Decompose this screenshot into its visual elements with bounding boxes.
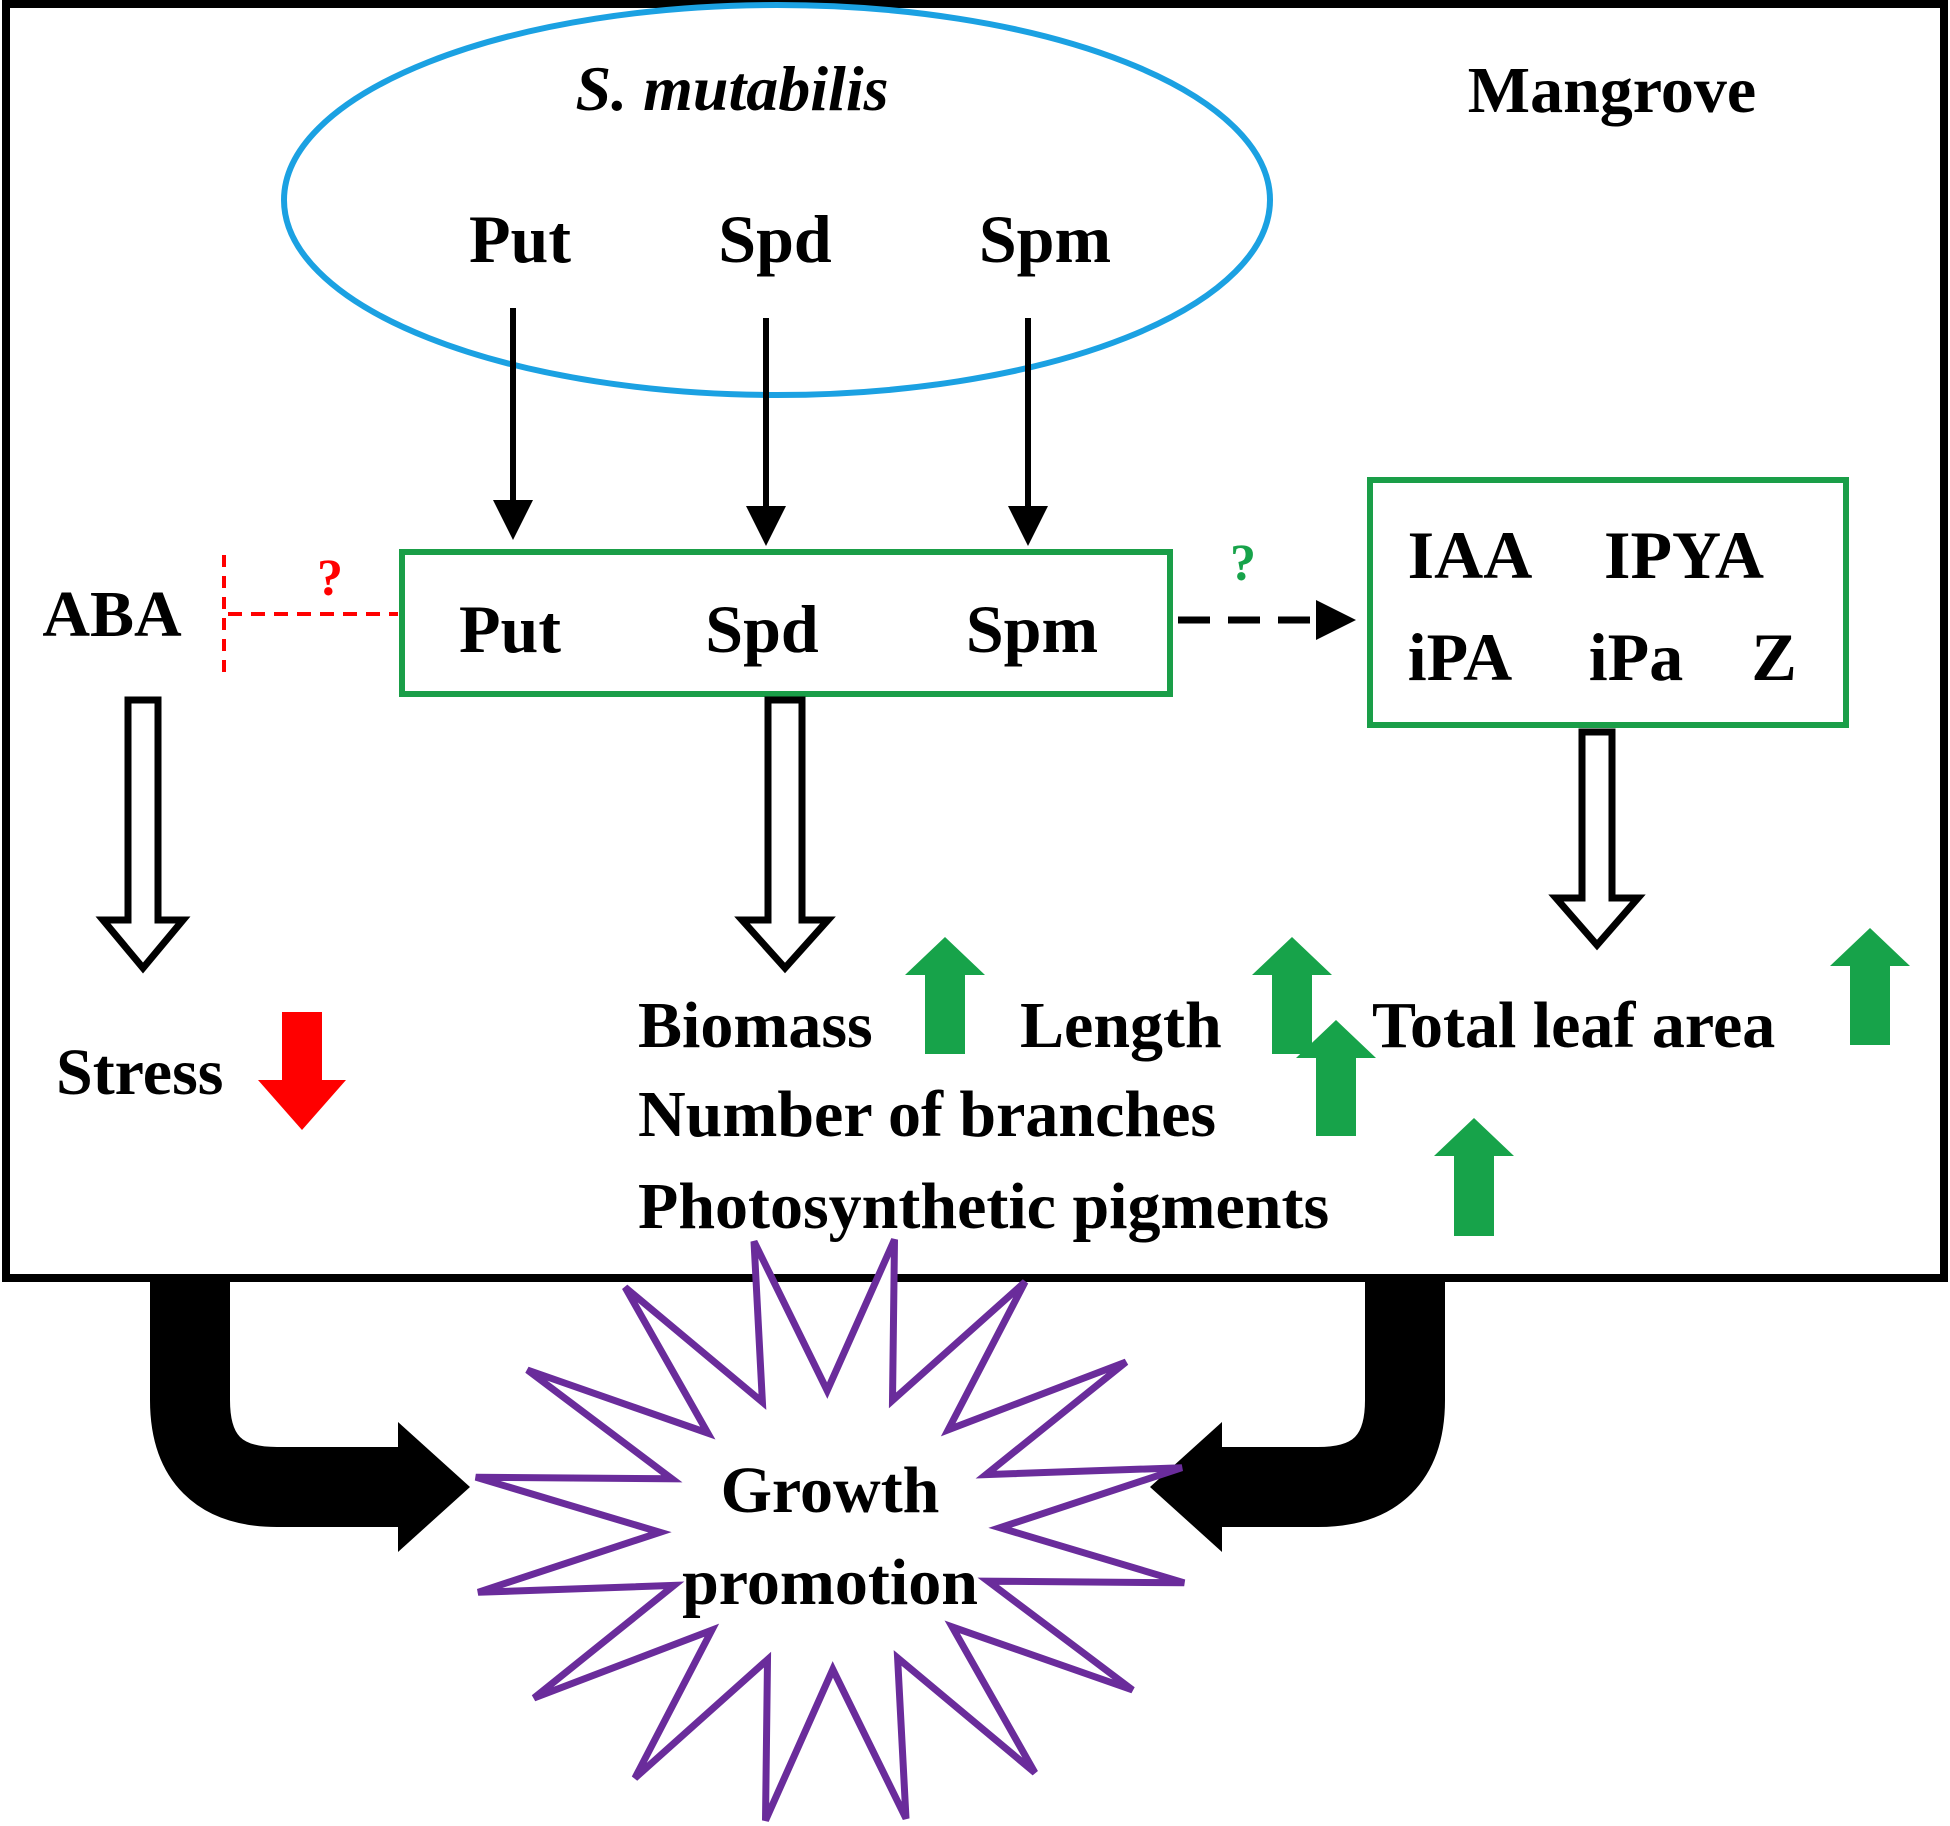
plant-spm-label: Spm xyxy=(966,591,1098,667)
aba-block-arrow xyxy=(95,696,191,974)
hormone-iaa-label: IAA xyxy=(1408,517,1533,593)
bacterium-label: S. mutabilis xyxy=(576,53,889,124)
left-curved-arrowhead xyxy=(398,1422,470,1552)
growth-promotion-line2: promotion xyxy=(682,1546,978,1619)
stress-label: Stress xyxy=(56,1036,223,1109)
hormone-ipa-lower-label: iPa xyxy=(1589,619,1683,695)
aba-question-mark: ? xyxy=(317,550,343,607)
hormone-block-arrow xyxy=(1548,728,1646,951)
hormone-zeatin-label: Z xyxy=(1751,619,1796,695)
host-label: Mangrove xyxy=(1468,54,1756,127)
plant-put-label: Put xyxy=(459,591,561,667)
hormone-question-mark: ? xyxy=(1230,535,1256,592)
pigments-up-arrow xyxy=(1434,1118,1514,1236)
total-leaf-area-up-arrow xyxy=(1830,928,1910,1045)
branches-label: Number of branches xyxy=(638,1078,1216,1151)
pigments-label: Photosynthetic pigments xyxy=(638,1170,1329,1243)
length-label: Length xyxy=(1020,989,1222,1062)
spm-transfer-arrowhead xyxy=(1008,506,1048,546)
biomass-label: Biomass xyxy=(638,989,873,1062)
length-up-arrow xyxy=(1252,937,1332,1054)
hormone-dashed-arrowhead xyxy=(1316,600,1356,640)
total-leaf-area-label: Total leaf area xyxy=(1372,989,1775,1062)
growth-promotion-line1: Growth xyxy=(721,1454,940,1527)
plant-polyamine-box xyxy=(399,549,1173,697)
stress-down-arrow xyxy=(258,1012,346,1130)
mangrove-frame xyxy=(2,0,1948,1282)
hormone-box xyxy=(1367,477,1849,728)
left-curved-arrow-shaft xyxy=(150,1278,400,1527)
hormone-ipya-label: IPYA xyxy=(1604,517,1764,593)
right-curved-arrowhead xyxy=(1150,1422,1222,1552)
source-spd-label: Spd xyxy=(718,201,832,277)
put-transfer-arrowhead xyxy=(493,500,533,540)
right-curved-arrow-shaft xyxy=(1220,1278,1445,1527)
hormone-ipa-label: iPA xyxy=(1408,619,1513,695)
plant-spd-label: Spd xyxy=(705,591,819,667)
biomass-up-arrow xyxy=(905,937,985,1054)
polyamine-block-arrow xyxy=(734,696,836,974)
source-spm-label: Spm xyxy=(979,201,1111,277)
source-put-label: Put xyxy=(469,201,571,277)
growth-promotion-starburst xyxy=(474,1238,1186,1822)
aba-label: ABA xyxy=(42,578,182,651)
spd-transfer-arrowhead xyxy=(746,506,786,546)
branches-up-arrow xyxy=(1296,1020,1376,1136)
bacterium-ellipse xyxy=(281,2,1273,398)
